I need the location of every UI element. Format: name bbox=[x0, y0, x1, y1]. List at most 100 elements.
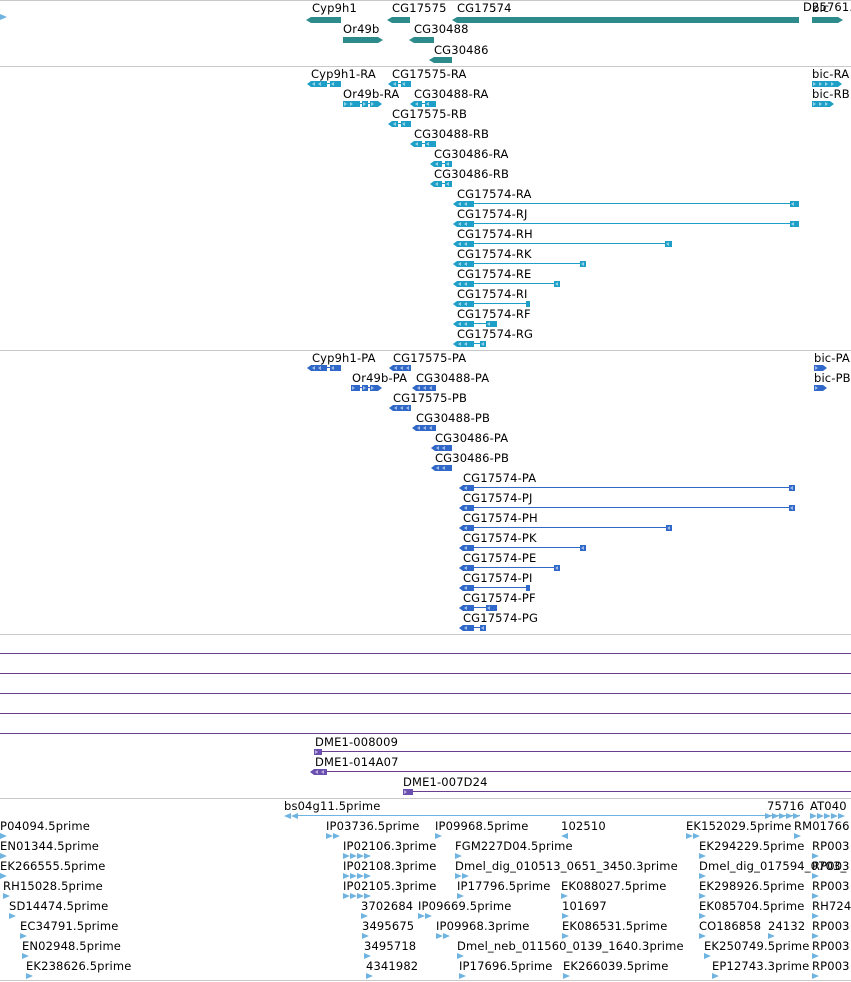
ests-label[interactable]: RP003 bbox=[812, 879, 850, 893]
proteins-label[interactable]: CG17574-PI bbox=[463, 571, 533, 585]
ests-label[interactable]: D25761.5prime bbox=[803, 0, 851, 14]
ests-label[interactable]: EK294229.5prime bbox=[699, 839, 805, 853]
ests-label[interactable]: CO186858 bbox=[699, 919, 762, 933]
transcripts-label[interactable]: CG30486-RA bbox=[434, 147, 509, 161]
proteins-label[interactable]: CG30488-PB bbox=[416, 411, 490, 425]
transcripts-label[interactable]: CG17574-RH bbox=[457, 227, 533, 241]
proteins-label[interactable]: CG17574-PF bbox=[463, 591, 536, 605]
ests-label[interactable]: IP09669.5prime bbox=[418, 899, 512, 913]
ests-label[interactable]: IP17696.5prime bbox=[459, 959, 553, 973]
ests-label[interactable]: Dmel_dig_017594_0703_ bbox=[699, 859, 847, 873]
genes-label[interactable]: Or49b bbox=[343, 22, 380, 36]
ests-label[interactable]: 4341982 bbox=[366, 959, 419, 973]
clones-label[interactable]: DME1-007D24 bbox=[403, 775, 488, 789]
strand-arrow-icon bbox=[431, 465, 435, 471]
strand-chevron-icon bbox=[404, 790, 407, 794]
ests-label[interactable]: EP12743.3prime bbox=[712, 959, 810, 973]
proteins-label[interactable]: CG17574-PK bbox=[463, 531, 537, 545]
ests-label[interactable]: EK266039.5prime bbox=[563, 959, 669, 973]
ests-label[interactable]: SD14474.5prime bbox=[9, 899, 109, 913]
genes-label[interactable]: CG17574 bbox=[457, 1, 512, 15]
ests-label[interactable]: IP17796.5prime bbox=[457, 879, 551, 893]
ests-label[interactable]: EK238626.5prime bbox=[26, 959, 132, 973]
ests-label[interactable]: Dmel_dig_010513_0651_3450.3prime bbox=[455, 859, 678, 873]
proteins-label[interactable]: CG17574-PE bbox=[463, 551, 537, 565]
proteins-label[interactable]: CG30486-PB bbox=[435, 451, 509, 465]
ests-label[interactable]: EK266555.5prime bbox=[0, 859, 106, 873]
ests-label[interactable]: IP09968.3prime bbox=[436, 919, 530, 933]
ests-label[interactable]: 75716 bbox=[767, 799, 805, 813]
ests-label[interactable]: 102510 bbox=[561, 819, 606, 833]
proteins-label[interactable]: CG30486-PA bbox=[435, 431, 509, 445]
genes-label[interactable]: CG17575 bbox=[392, 1, 447, 15]
genes-label[interactable]: CG30488 bbox=[414, 22, 469, 36]
genes-label[interactable]: bic bbox=[812, 1, 830, 15]
ests-label[interactable]: 3495675 bbox=[362, 919, 415, 933]
genes-label[interactable]: CG30486 bbox=[434, 43, 489, 57]
ests-label[interactable]: EK088027.5prime bbox=[561, 879, 667, 893]
transcripts-label[interactable]: CG17574-RJ bbox=[457, 207, 528, 221]
ests-label[interactable]: EK152029.5prime bbox=[686, 819, 792, 833]
transcripts-label[interactable]: CG30486-RB bbox=[434, 167, 510, 181]
ests-label[interactable]: P04094.5prime bbox=[0, 819, 90, 833]
proteins-label[interactable]: Cyp9h1-PA bbox=[312, 351, 376, 365]
genes-label[interactable]: Cyp9h1 bbox=[312, 1, 357, 15]
transcripts-label[interactable]: Cyp9h1-RA bbox=[311, 67, 376, 81]
ests-label[interactable]: EK250749.5prime bbox=[704, 939, 810, 953]
ests-label[interactable]: EN01344.5prime bbox=[0, 839, 100, 853]
ests-label[interactable]: 101697 bbox=[562, 899, 607, 913]
proteins-label[interactable]: bic-PB bbox=[814, 371, 851, 385]
ests-label[interactable]: RH15028.5prime bbox=[3, 879, 103, 893]
transcripts-label[interactable]: CG17574-RI bbox=[457, 287, 528, 301]
transcripts-label[interactable]: CG17575-RB bbox=[392, 107, 468, 121]
clones-label[interactable]: DME1-014A07 bbox=[315, 755, 399, 769]
transcripts-label[interactable]: CG30488-RB bbox=[414, 127, 490, 141]
ests-label[interactable]: IP02105.3prime bbox=[343, 879, 437, 893]
ests-label[interactable]: IP02108.3prime bbox=[343, 859, 437, 873]
strand-arrow-icon bbox=[823, 365, 827, 371]
proteins-label[interactable]: CG17575-PA bbox=[393, 351, 467, 365]
transcripts-label[interactable]: CG17574-RG bbox=[457, 327, 534, 341]
ests-label[interactable]: bs04g11.5prime bbox=[284, 799, 381, 813]
ests-label[interactable]: IP03736.5prime bbox=[326, 819, 420, 833]
transcripts-label[interactable]: CG17575-RA bbox=[392, 67, 467, 81]
ests-label[interactable]: IP09968.5prime bbox=[435, 819, 529, 833]
transcripts-label[interactable]: CG30488-RA bbox=[414, 87, 489, 101]
ests-label[interactable]: 3702684 bbox=[361, 899, 414, 913]
ests-label[interactable]: RP003 bbox=[812, 859, 850, 873]
transcripts-label[interactable]: Or49b-RA bbox=[343, 87, 400, 101]
ests-label[interactable]: FGM227D04.5prime bbox=[455, 839, 573, 853]
transcripts-label[interactable]: CG17574-RF bbox=[457, 307, 531, 321]
ests-label[interactable]: RP003 bbox=[812, 939, 850, 953]
ests-label[interactable]: RP003 bbox=[812, 919, 850, 933]
proteins-label[interactable]: CG17574-PH bbox=[463, 511, 538, 525]
ests-label[interactable]: RP003 bbox=[812, 839, 850, 853]
ests-label[interactable]: RM01766 bbox=[794, 819, 850, 833]
ests-label[interactable]: EC34791.5prime bbox=[20, 919, 119, 933]
transcripts-label[interactable]: CG17574-RA bbox=[457, 187, 532, 201]
ests-label[interactable]: EK298926.5prime bbox=[699, 879, 805, 893]
ests-label[interactable]: EK085704.5prime bbox=[699, 899, 805, 913]
ests-label[interactable]: RP003 bbox=[812, 959, 850, 973]
proteins-label[interactable]: CG17574-PJ bbox=[463, 491, 533, 505]
ests-label[interactable]: AT040 bbox=[810, 799, 847, 813]
transcripts-label[interactable]: CG17574-RK bbox=[457, 247, 532, 261]
clones-label[interactable]: DME1-008009 bbox=[315, 735, 399, 749]
ests-label[interactable]: EK086531.5prime bbox=[562, 919, 668, 933]
ests-label[interactable]: 3495718 bbox=[364, 939, 417, 953]
transcripts-label[interactable]: bic-RB bbox=[812, 87, 850, 101]
ests-label[interactable]: Dmel_neb_011560_0139_1640.3prime bbox=[457, 939, 684, 953]
proteins-label[interactable]: Or49b-PA bbox=[352, 371, 408, 385]
transcripts-label[interactable]: CG17574-RE bbox=[457, 267, 532, 281]
ests-label[interactable]: RH724 bbox=[812, 899, 851, 913]
ests-label[interactable]: EN02948.5prime bbox=[22, 939, 122, 953]
est-arrow-icon bbox=[704, 953, 711, 959]
ests-label[interactable]: IP02106.3prime bbox=[343, 839, 437, 853]
proteins-label[interactable]: CG17575-PB bbox=[393, 391, 467, 405]
transcripts-label[interactable]: bic-RA bbox=[812, 67, 850, 81]
proteins-label[interactable]: CG30488-PA bbox=[416, 371, 490, 385]
ests-label[interactable]: 24132 bbox=[768, 919, 806, 933]
proteins-label[interactable]: CG17574-PA bbox=[463, 471, 537, 485]
proteins-label[interactable]: CG17574-PG bbox=[463, 611, 539, 625]
proteins-label[interactable]: bic-PA bbox=[814, 351, 850, 365]
